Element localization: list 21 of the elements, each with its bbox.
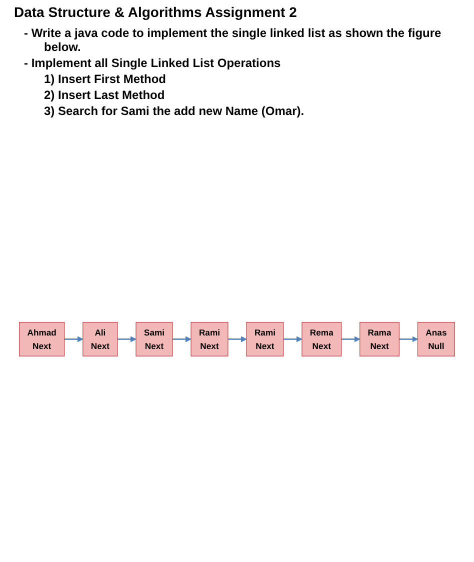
node-box: Rema Next (302, 322, 342, 356)
arrow (117, 336, 136, 342)
list-item: 2) Insert Last Method (44, 88, 166, 102)
arrow (172, 336, 192, 342)
arrow (283, 336, 302, 342)
node-box: Anas Null (417, 322, 455, 356)
arrow (341, 336, 360, 342)
arrow (228, 336, 247, 342)
bullet-text: - Implement all Single Linked List Operations (24, 56, 282, 70)
node-box: Sami Next (136, 322, 173, 356)
arrow (399, 336, 418, 342)
node-box: Rami Next (190, 322, 228, 356)
node-box: Rama Next (360, 322, 400, 356)
node-box: Ali Next (82, 322, 118, 356)
list-item: 1) Insert First Method (44, 72, 168, 86)
arrow (64, 336, 84, 342)
title: Data Structure & Algorithms Assignment 2 (14, 4, 298, 20)
node-box: Rami Next (246, 322, 284, 356)
bullet-text: - Write a java code to implement the single linked list as shown the figure below. (24, 26, 442, 54)
list-item: 3) Search for Sami the add new Name (Omar). (44, 104, 306, 118)
node-box: Ahmad Next (19, 322, 65, 356)
